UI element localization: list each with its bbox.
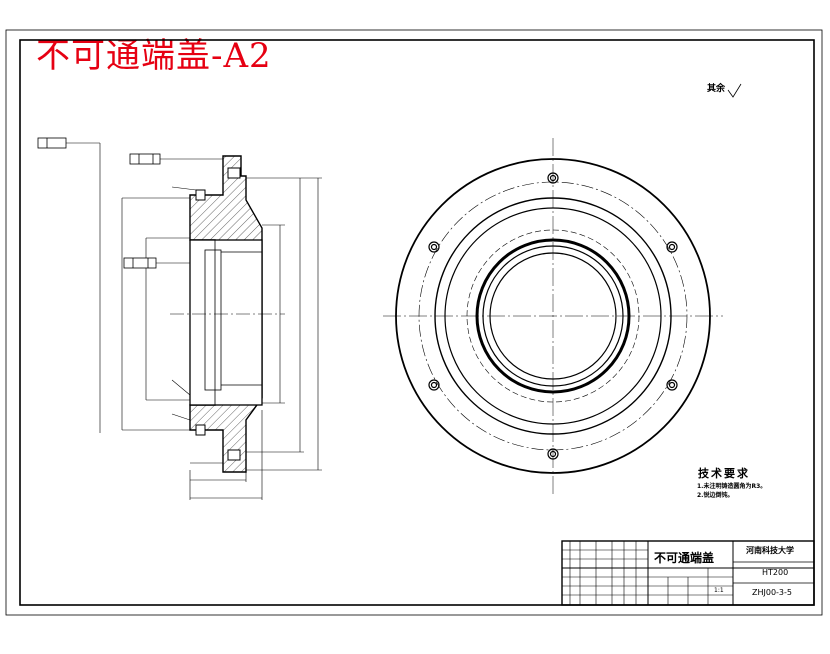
inner-frame [19,39,815,606]
title-block-drawing-no: ZHJ00-3-5 [752,588,792,597]
tech-requirement-item-2: 2.锐边倒钝。 [697,492,734,499]
drawing-stamp-title: 不可通端盖-A2 [36,36,272,76]
bolt-holes [428,172,678,460]
title-block [561,540,815,606]
title-block-school: 河南科技大学 [746,546,794,555]
bore-cavity [189,239,263,406]
tech-requirements-title: 技术要求 [698,467,750,480]
title-block-scale: 1:1 [714,587,724,594]
tech-requirement-item-1: 1.未注明铸造圆角为R3。 [697,483,767,490]
title-block-part-name: 不可通端盖 [654,551,715,565]
section-view [37,137,322,500]
outer-frame [5,29,823,616]
surface-finish-note: 其余 [707,84,726,94]
surface-finish-symbol [727,83,742,98]
title-block-material: HT200 [762,568,789,577]
front-view [383,138,723,496]
